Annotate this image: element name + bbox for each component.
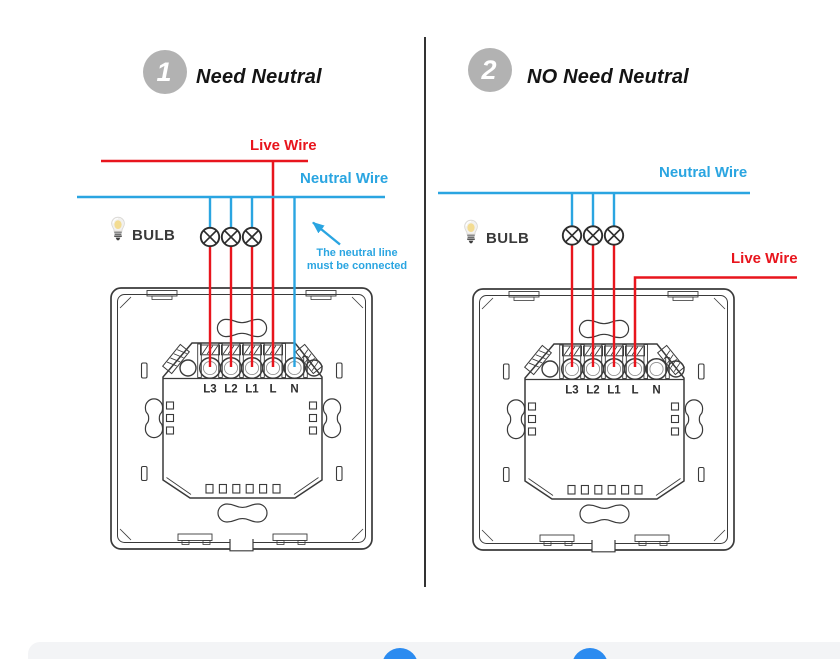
step-badge-1: 1 (143, 50, 187, 94)
live-wire (633, 276, 797, 367)
switch-backbox: L3 L2 L1 L N (110, 287, 373, 552)
footer-band (28, 642, 840, 659)
switch-body (162, 342, 323, 499)
terminal-label: L1 (245, 384, 259, 396)
terminal-label: L2 (224, 384, 237, 396)
footer-dot (382, 648, 418, 659)
terminal-label: L (269, 384, 276, 396)
neutral-wire-label: Neutral Wire (300, 170, 389, 187)
mount-slot (684, 399, 704, 440)
neutral-wire-label: Neutral Wire (659, 164, 748, 181)
lamp-symbol (561, 225, 583, 246)
cable-hole (578, 319, 630, 339)
lamp-symbol (241, 226, 263, 248)
terminal-labels: L3 L2 L1 L N (565, 385, 660, 397)
terminal-label: L1 (607, 385, 621, 397)
live-wire-label: Live Wire (731, 250, 798, 267)
neutral-note-line2: must be connected (306, 259, 408, 272)
live-wire (101, 159, 308, 367)
left-circuit (77, 159, 385, 367)
terminal-label: L2 (586, 385, 599, 397)
neutral-wire (438, 191, 750, 227)
panel-divider (424, 37, 426, 587)
panel-title-need-neutral: Need Neutral (196, 66, 322, 88)
lamp-symbol (220, 226, 242, 248)
lamp-live-drops (570, 244, 616, 367)
note-arrow (312, 221, 341, 246)
neutral-note: The neutral line must be connected (295, 247, 419, 272)
lamp-symbol (603, 225, 625, 246)
lamp-symbol (582, 225, 604, 246)
terminal-label: N (652, 385, 660, 397)
lamp-live-drops (208, 246, 254, 367)
right-circuit (438, 191, 797, 367)
terminal-label: N (290, 384, 298, 396)
mount-slot (322, 398, 342, 439)
terminal-labels: L3 L2 L1 L N (203, 384, 298, 396)
bulb-icon (110, 216, 126, 249)
cable-hole (579, 504, 630, 524)
switch-backbox: L3 L2 L1 L N (472, 288, 735, 553)
terminal-label: L (631, 385, 638, 397)
cable-hole (217, 503, 268, 523)
mount-slot (506, 399, 526, 440)
lamp-symbol (199, 226, 221, 248)
footer-dot (572, 648, 608, 659)
panel-title-no-need-neutral: NO Need Neutral (527, 66, 689, 88)
mount-slot (144, 398, 164, 439)
bulb-icon (463, 219, 479, 252)
cable-hole (216, 318, 268, 338)
terminal-label: L3 (565, 385, 578, 397)
bulb-label: BULB (486, 230, 530, 247)
step-badge-2: 2 (468, 48, 512, 92)
neutral-note-line1: The neutral line (316, 247, 398, 259)
neutral-wire (77, 195, 385, 367)
terminal-label: L3 (203, 384, 216, 396)
live-wire-label: Live Wire (250, 137, 317, 154)
bulb-label: BULB (132, 227, 176, 244)
switch-body (524, 343, 685, 500)
